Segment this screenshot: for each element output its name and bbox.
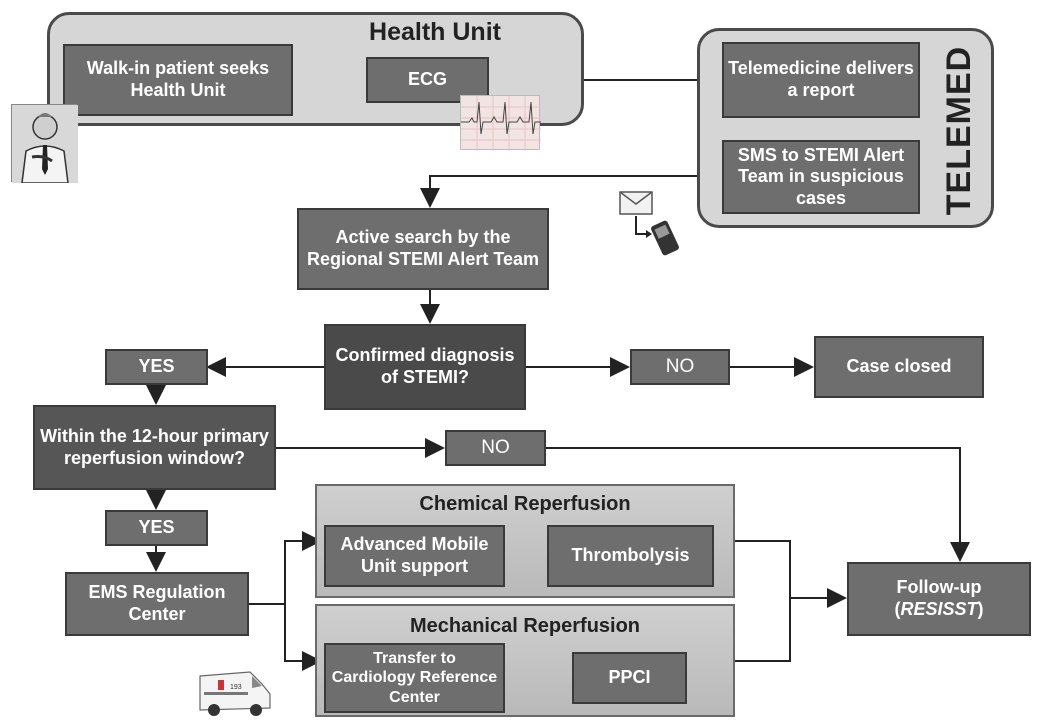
telemedicine-report-box: Telemedicine delivers a report [722, 42, 920, 118]
ambulance-number: 193 [230, 684, 242, 691]
yes-box-2: YES [105, 510, 208, 546]
advanced-mobile-unit-box: Advanced Mobile Unit support [324, 525, 505, 587]
thrombolysis-box: Thrombolysis [547, 525, 714, 587]
case-closed-box: Case closed [814, 336, 984, 398]
no-box-2: NO [445, 430, 546, 466]
ppci-box: PPCI [572, 652, 687, 704]
ambulance-icon: 193 [196, 664, 274, 717]
walk-in-patient-box: Walk-in patient seeks Health Unit [63, 44, 293, 116]
telemed-label: TELEMED [940, 45, 979, 215]
sms-alert-box: SMS to STEMI Alert Team in suspicious ca… [722, 140, 920, 214]
mechanical-reperfusion-title: Mechanical Reperfusion [409, 615, 641, 637]
ecg-strip-icon [460, 95, 541, 151]
telemed-label-wrap: TELEMED [900, 45, 1020, 214]
patient-illustration [11, 104, 78, 184]
health-unit-title: Health Unit [369, 18, 501, 46]
yes-box-1: YES [105, 349, 208, 385]
follow-up-label: Follow-up [896, 577, 982, 598]
resisst-label: RESISST [900, 599, 978, 619]
transfer-cardiology-box: Transfer to Cardiology Reference Center [324, 643, 505, 713]
follow-up-resisst: (RESISST) [894, 599, 984, 619]
ems-regulation-box: EMS Regulation Center [65, 572, 249, 636]
sms-phone-icon [618, 188, 688, 262]
follow-up-box: Follow-up (RESISST) [847, 562, 1031, 636]
active-search-box: Active search by the Regional STEMI Aler… [297, 208, 549, 290]
reperfusion-window-box: Within the 12-hour primary reperfusion w… [33, 405, 276, 490]
no-box-1: NO [630, 349, 730, 385]
confirmed-diagnosis-box: Confirmed diagnosis of STEMI? [324, 324, 526, 410]
chemical-reperfusion-title: Chemical Reperfusion [419, 493, 631, 515]
